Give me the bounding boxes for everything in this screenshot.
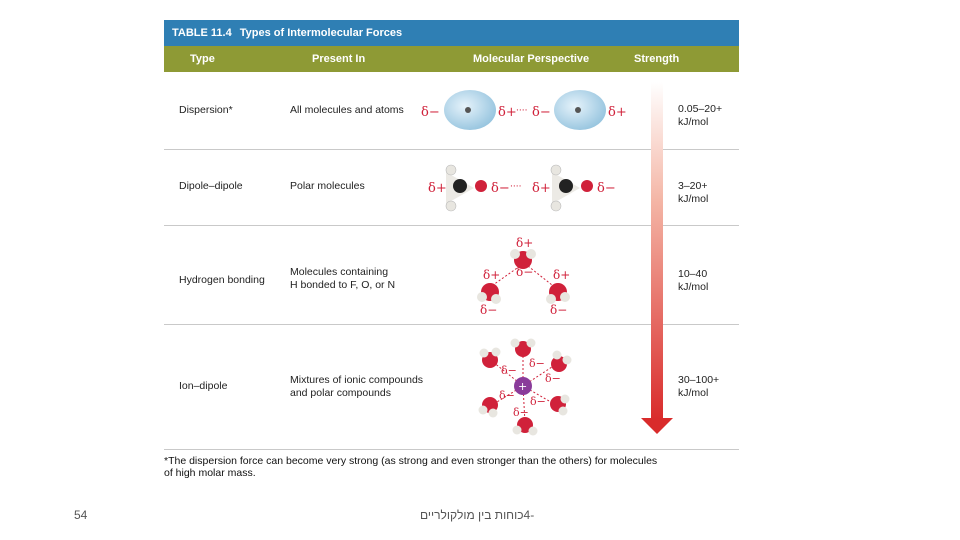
attraction-dots: ····: [510, 182, 522, 192]
water-molecule: [550, 394, 570, 416]
table-footnote: *The dispersion force can become very st…: [164, 455, 724, 479]
hydrogen-atom: [526, 249, 536, 259]
dipole-molecules: δ+ δ− ···· δ+ δ−: [428, 164, 616, 212]
hydrogen-atom: [546, 294, 556, 304]
dispersion-atoms: δ− δ+ ···· δ− δ+: [421, 90, 627, 130]
attraction-dots: ····: [516, 106, 528, 116]
present-line-2: and polar compounds: [290, 387, 391, 399]
header-molecular-perspective: Molecular Perspective: [473, 53, 590, 65]
water-molecule: [512, 417, 538, 436]
header-present-in: Present In: [312, 53, 366, 65]
delta-minus-label: δ−: [491, 181, 510, 196]
row-strength: 30–100+ kJ/mol: [678, 374, 719, 400]
increasing-strength-arrow: [641, 82, 673, 434]
hydrogen-atom: [560, 292, 570, 302]
strength-unit: kJ/mol: [678, 193, 709, 205]
table-row-dipole-dipole: Dipole–dipole Polar molecules 3–20+ kJ/m…: [164, 149, 739, 226]
delta-minus-label: δ−: [532, 105, 551, 120]
delta-minus-label: δ−: [499, 389, 515, 402]
strength-value: 10–40: [678, 268, 708, 280]
strength-value: 30–100+: [678, 374, 720, 386]
header-strength: Strength: [634, 53, 680, 65]
delta-plus-label: δ+: [532, 181, 551, 196]
row-strength: 0.05–20+ kJ/mol: [678, 103, 722, 129]
delta-plus-label: δ+: [553, 268, 570, 282]
oxygen-atom: [475, 180, 487, 192]
row-type: Dipole–dipole: [179, 180, 243, 192]
row-strength: 3–20+ kJ/mol: [678, 180, 708, 206]
delta-minus-label: δ−: [529, 357, 545, 370]
table-row-ion-dipole: Ion–dipole Mixtures of ionic compounds a…: [164, 324, 739, 449]
strength-value: 3–20+: [678, 180, 708, 192]
table-row-hydrogen-bonding: Hydrogen bonding Molecules containing H …: [164, 225, 739, 325]
row-type: Hydrogen bonding: [179, 274, 265, 286]
water-molecule: [510, 338, 536, 357]
hydrogen-atom: [445, 164, 457, 176]
row-present-in: Polar molecules: [290, 180, 365, 192]
header-type: Type: [190, 53, 215, 65]
delta-minus-label: δ−: [501, 364, 517, 377]
delta-minus-label: δ−: [550, 303, 567, 317]
hydrogen-atom: [510, 249, 520, 259]
hydrogen-atom: [550, 200, 562, 212]
carbon-atom: [559, 179, 573, 193]
strength-unit: kJ/mol: [678, 281, 709, 293]
delta-plus-label: δ+: [608, 105, 627, 120]
table-title-bar: TABLE 11.4 Types of Intermolecular Force…: [164, 20, 739, 46]
table-bottom-rule: [164, 449, 739, 450]
present-line-1: Molecules containing: [290, 266, 389, 278]
footnote-line-1: *The dispersion force can become very st…: [164, 455, 658, 467]
hydrogen-atom: [445, 200, 457, 212]
delta-minus-label: δ−: [421, 105, 440, 120]
row-present-in: All molecules and atoms: [290, 104, 404, 116]
water-molecule: [479, 347, 501, 368]
hydrogen-atom: [550, 164, 562, 176]
present-line-1: Mixtures of ionic compounds: [290, 374, 424, 386]
table-title: Types of Intermolecular Forces: [239, 27, 403, 39]
nucleus: [465, 107, 471, 113]
delta-plus-label: δ+: [428, 181, 447, 196]
water-molecule: [478, 397, 498, 418]
footnote-line-2: of high molar mass.: [164, 467, 256, 479]
hydrogen-atom: [477, 292, 487, 302]
cation: [514, 377, 532, 395]
delta-minus-label: δ−: [516, 265, 533, 279]
row-type: Dispersion*: [179, 104, 233, 116]
delta-minus-label: δ−: [513, 406, 529, 419]
delta-plus-label: δ+: [498, 105, 517, 120]
table-number: TABLE 11.4: [172, 27, 232, 39]
row-strength: 10–40 kJ/mol: [678, 268, 708, 294]
water-molecule: [551, 350, 572, 372]
footer-title: -4כוחות בין מולקולריים: [420, 508, 535, 522]
strength-unit: kJ/mol: [678, 116, 709, 128]
nucleus: [575, 107, 581, 113]
delta-plus-label: δ+: [516, 236, 533, 250]
cation-charge: +: [518, 380, 527, 393]
oxygen-atom: [581, 180, 593, 192]
table-row-dispersion: Dispersion* All molecules and atoms 0.05…: [164, 72, 739, 150]
page-number: 54: [74, 508, 88, 522]
delta-minus-label: δ−: [597, 181, 616, 196]
delta-minus-label: δ−: [480, 303, 497, 317]
ion-dipole-cluster: + δ− δ− δ− δ− δ− δ−: [478, 338, 572, 436]
delta-minus-label: δ−: [530, 395, 546, 408]
table-header-row: Type Present In Molecular Perspective St…: [164, 46, 739, 72]
carbon-atom: [453, 179, 467, 193]
intermolecular-forces-table: TABLE 11.4 Types of Intermolecular Force…: [164, 20, 739, 72]
row-present-in: Mixtures of ionic compounds and polar co…: [290, 374, 423, 400]
strength-value: 0.05–20+: [678, 103, 723, 115]
hydrogen-atom: [491, 294, 501, 304]
strength-unit: kJ/mol: [678, 387, 709, 399]
row-type: Ion–dipole: [179, 380, 228, 392]
row-present-in: Molecules containing H bonded to F, O, o…: [290, 266, 395, 292]
delta-plus-label: δ+: [483, 268, 500, 282]
delta-minus-label: δ−: [545, 372, 561, 385]
present-line-2: H bonded to F, O, or N: [290, 279, 396, 291]
hydrogen-bonded-water: δ+ δ− δ+ δ− δ+ δ−: [477, 236, 570, 317]
